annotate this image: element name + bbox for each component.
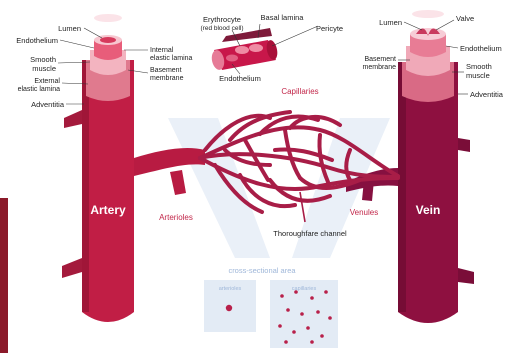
- vein-adventitia-label: Adventitia: [470, 90, 504, 99]
- vein-basement-label-2: membrane: [363, 64, 397, 71]
- artery-basement-label-2: membrane: [150, 75, 184, 82]
- vein-basement-label-1: Basement: [364, 56, 396, 63]
- capillary-detail-tube: [210, 28, 279, 71]
- pericyte-label: Pericyte: [316, 24, 343, 33]
- capillary-endothelium-label: Endothelium: [219, 74, 261, 83]
- thoroughfare-pointer: [300, 192, 305, 222]
- vein-lumen-label: Lumen: [379, 18, 402, 27]
- artery-internal-elastic-label-2: elastic lamina: [150, 55, 193, 62]
- vein-endothelium-label: Endothelium: [460, 44, 502, 53]
- erythrocyte-label-1: Erythrocyte: [203, 15, 241, 24]
- artery-basement-label-1: Basement: [150, 67, 182, 74]
- artery-endothelium-label: Endothelium: [16, 36, 58, 45]
- artery-label: Artery: [90, 203, 126, 217]
- vein-valve-label: Valve: [456, 14, 474, 23]
- arterioles-label: Arterioles: [159, 213, 193, 222]
- artery-external-elastic-label-2: elastic lamina: [18, 86, 61, 93]
- vein-smooth-muscle-label-1: Smooth: [466, 62, 492, 71]
- left-edge-strip: [0, 198, 8, 353]
- artery-adventitia-label: Adventitia: [31, 100, 65, 109]
- cross-section-arterioles-label: arterioles: [219, 286, 242, 292]
- artery-smooth-muscle-label-2: muscle: [32, 64, 56, 73]
- artery-smooth-muscle-label-1: Smooth: [30, 55, 56, 64]
- artery-external-elastic-label-1: External: [34, 78, 60, 85]
- vein-label: Vein: [416, 203, 441, 217]
- basal-lamina-label: Basal lamina: [261, 13, 305, 22]
- vein-smooth-muscle-label-2: muscle: [466, 71, 490, 80]
- venules-label: Venules: [350, 208, 378, 217]
- cross-section-title: cross-sectional area: [228, 266, 296, 275]
- cross-section-labels: cross-sectional area arterioles capillar…: [219, 266, 317, 292]
- erythrocyte-label-2: (red blood cell): [201, 25, 244, 32]
- cross-section-capillaries-label: capillaries: [292, 286, 317, 292]
- artery-internal-elastic-label-1: Internal: [150, 47, 174, 54]
- artery-lumen-label: Lumen: [58, 24, 81, 33]
- capillaries-label: Capillaries: [281, 87, 318, 96]
- thoroughfare-channel-label: Thoroughfare channel: [273, 229, 347, 238]
